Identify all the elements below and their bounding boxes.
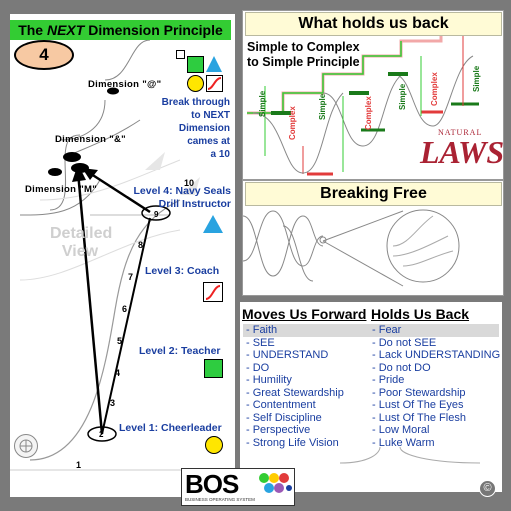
step-label: Simple — [318, 93, 327, 120]
globe-icon — [14, 434, 38, 458]
tick-1: 1 — [76, 460, 82, 470]
step-label: Simple — [472, 65, 481, 92]
step-label: Complex — [430, 72, 439, 106]
back-item: - Lack UNDERSTANDING — [372, 349, 501, 361]
tick-2: 2 — [99, 430, 104, 439]
forward-item: - DO — [246, 361, 270, 374]
forward-item: - Humility — [246, 374, 292, 386]
holds-back-heading: Holds Us Back — [371, 306, 470, 322]
staircase-diagram — [247, 36, 479, 176]
tick-8: 8 — [138, 240, 144, 250]
dimension-amp-label: Dimension "&" — [55, 134, 126, 145]
tick-4: 4 — [115, 368, 121, 378]
yellow-circle-icon — [205, 436, 223, 454]
left-panel-title: The NEXT Dimension Principle — [10, 20, 231, 40]
dimension-at-label: Dimension "@" — [88, 79, 162, 90]
back-item: - Pride — [372, 374, 405, 386]
simple-complex-subtitle: Simple to Complex to Simple Principle — [247, 40, 360, 70]
detailed-view-line: Detailed — [50, 225, 113, 242]
tick-10: 10 — [184, 178, 195, 188]
level-3-label: Level 3: Coach — [145, 265, 220, 277]
break-through-line: Break through — [161, 97, 230, 108]
break-through-note: Break through to NEXT Dimension cames at… — [150, 96, 230, 161]
small-square-icon — [176, 50, 185, 59]
forward-item: - Great Stewardship — [246, 386, 344, 399]
break-through-line: to NEXT — [191, 110, 230, 121]
blue-triangle-icon — [203, 215, 223, 233]
blue-triangle-icon — [206, 56, 222, 72]
tick-5: 5 — [117, 336, 123, 346]
level-4-sub: Drill Instructor — [158, 198, 231, 210]
dimension-diagram — [10, 40, 210, 471]
left-panel — [10, 14, 235, 497]
forward-item: - SEE — [246, 336, 275, 349]
level-4-title: Level 4: Navy Seals — [133, 185, 231, 197]
back-item: - Do not SEE — [372, 336, 437, 349]
break-through-line: cames at — [187, 136, 230, 147]
title-pre: The — [18, 22, 44, 38]
level-4-label: Level 4: Navy Seals Drill Instructor — [133, 185, 231, 211]
breaking-free-title: Breaking Free — [245, 182, 502, 206]
green-square-icon — [187, 56, 204, 73]
dimension-dot-amp — [63, 152, 81, 162]
subtitle-line: to Simple Principle — [247, 55, 360, 69]
breaking-free-diagram — [243, 209, 460, 287]
valley-curve — [339, 446, 481, 464]
step-label: Simple — [398, 83, 407, 110]
forward-item: - Self Discipline — [246, 411, 322, 424]
what-holds-us-back-title: What holds us back — [245, 12, 502, 36]
logo-small-text: NATURAL — [438, 128, 483, 137]
forward-item: - UNDERSTAND — [246, 349, 329, 361]
subtitle-line: Simple to Complex — [247, 40, 360, 54]
red-curve-icon — [206, 75, 223, 92]
detailed-view-watermark: Detailed View — [50, 225, 113, 261]
four-icons-group — [187, 56, 223, 92]
detailed-view-line: View — [61, 243, 99, 260]
break-through-line: Dimension — [178, 123, 230, 134]
logo-big-text: LAWS — [420, 134, 505, 170]
level-2-label: Level 2: Teacher — [139, 345, 221, 357]
bos-tagline: BUSINESS OPERATING SYSTEM — [185, 497, 255, 502]
dimension-dot-at — [107, 87, 119, 95]
step-label: Complex — [364, 96, 373, 130]
back-item: - Do not DO — [372, 361, 431, 374]
title-emphasis: NEXT — [46, 22, 85, 38]
forward-item: - Faith — [246, 324, 278, 336]
copyright-icon: © — [479, 480, 496, 497]
moves-forward-heading: Moves Us Forward — [242, 306, 367, 322]
back-item: - Lust Of The Eyes — [372, 399, 464, 411]
forward-item: - Perspective — [246, 424, 311, 436]
red-curve-icon — [203, 282, 223, 302]
step-label: Simple — [258, 90, 267, 117]
highlight-row — [243, 324, 499, 337]
back-item: - Luke Warm — [372, 436, 435, 449]
back-item: - Low Moral — [372, 424, 430, 436]
step-label: Complex — [288, 106, 297, 140]
dimension-dot-m — [48, 168, 62, 176]
tick-7: 7 — [128, 272, 134, 282]
bos-logo-text: BOS — [185, 469, 239, 499]
slide-number: 4 — [14, 40, 74, 70]
back-item: - Fear — [372, 324, 402, 336]
forward-item: - Contentment — [246, 399, 316, 411]
break-through-line: a 10 — [210, 149, 230, 160]
tick-6: 6 — [122, 304, 128, 314]
level-1-label: Level 1: Cheerleader — [119, 422, 222, 434]
natural-laws-logo: NATURAL LAWS — [418, 128, 504, 174]
tick-9: 9 — [154, 210, 159, 219]
title-post: Dimension Principle — [88, 22, 223, 38]
dimension-m-label: Dimension "M" — [25, 184, 98, 195]
forward-list: - Faith - SEE - UNDERSTAND - DO - Humili… — [246, 324, 344, 449]
green-square-icon — [204, 359, 223, 378]
hexagon-icon — [259, 473, 292, 493]
tick-3: 3 — [110, 398, 116, 408]
back-item: - Poor Stewardship — [372, 386, 466, 399]
bos-logo: BOS BUSINESS OPERATING SYSTEM — [181, 468, 295, 506]
yellow-circle-icon — [187, 75, 204, 92]
back-item: - Lust Of The Flesh — [372, 411, 466, 424]
forward-item: - Strong Life Vision — [246, 436, 339, 449]
back-list: - Fear - Do not SEE - Lack UNDERSTANDING… — [372, 324, 500, 449]
